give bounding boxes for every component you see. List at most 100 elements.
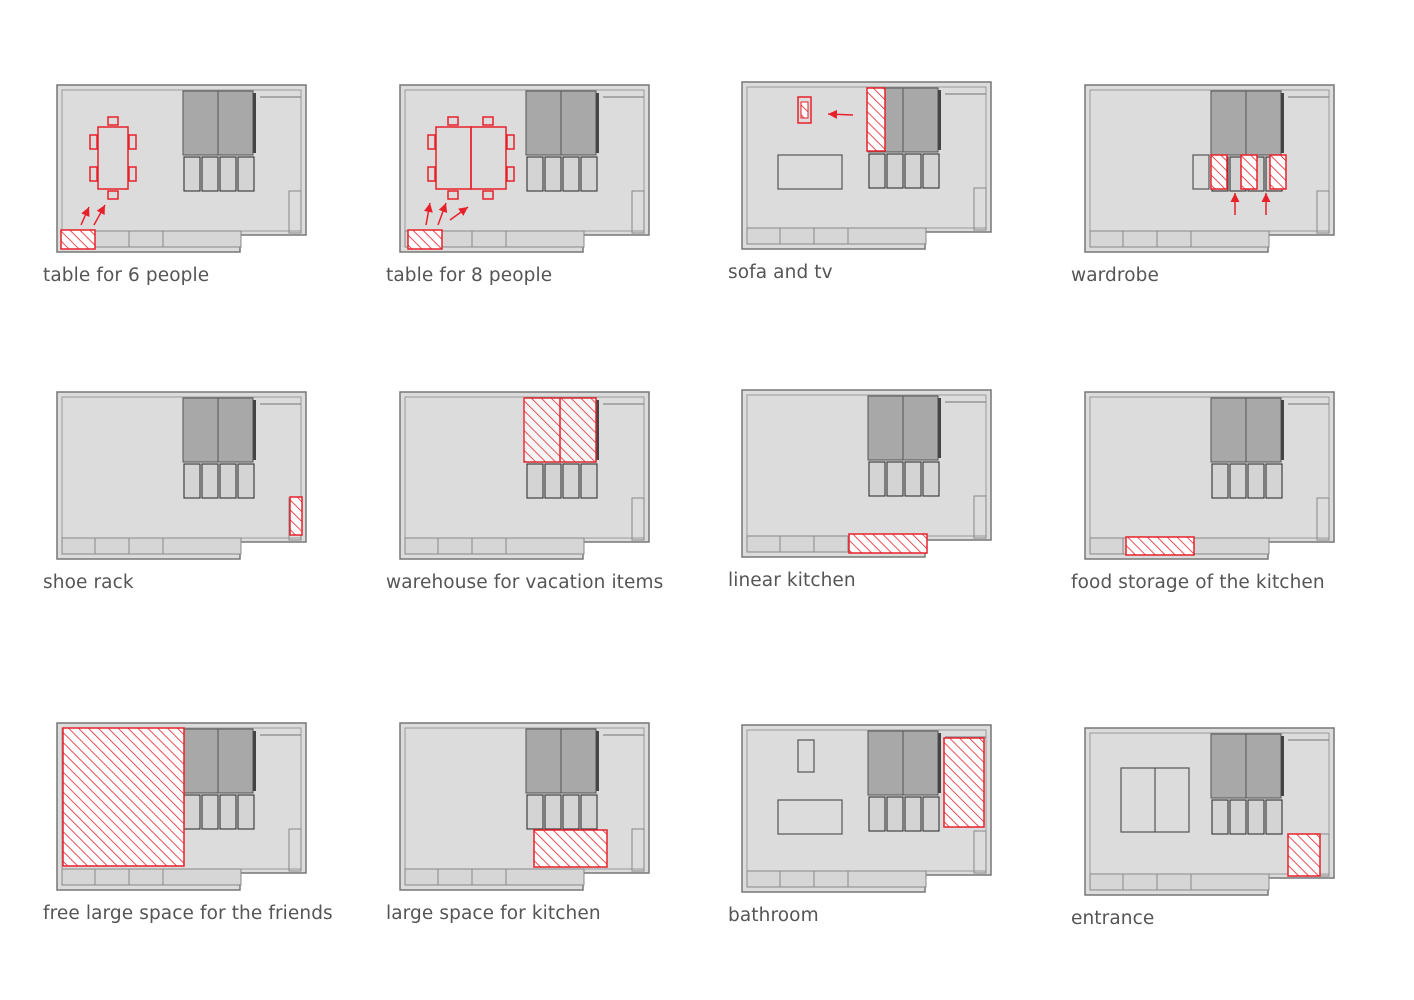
plan-base bbox=[741, 389, 992, 558]
panel-caption: food storage of the kitchen bbox=[1071, 572, 1325, 593]
side-column bbox=[1316, 190, 1330, 234]
cabinet-right bbox=[560, 90, 597, 156]
floor-plan bbox=[56, 84, 307, 253]
side-column bbox=[973, 830, 987, 874]
cabinet-right bbox=[217, 397, 254, 463]
drawer bbox=[237, 156, 255, 192]
panel-caption: table for 8 people bbox=[386, 265, 553, 286]
storage-highlight bbox=[60, 229, 96, 250]
drawer bbox=[886, 461, 904, 497]
drawer bbox=[904, 153, 922, 189]
floor-plan bbox=[399, 391, 650, 560]
table-8 bbox=[423, 116, 515, 226]
drawer bbox=[201, 794, 219, 830]
panel-caption: free large space for the friends bbox=[43, 903, 333, 924]
cabinet-left bbox=[182, 728, 219, 794]
panel-caption: linear kitchen bbox=[728, 570, 856, 591]
outer-wall bbox=[399, 722, 650, 891]
drawer bbox=[183, 463, 201, 499]
plan-panel-sofa-tv: sofa and tv bbox=[728, 81, 1058, 332]
cabinet-left bbox=[525, 728, 562, 794]
outer-wall bbox=[56, 391, 307, 560]
counter-strip bbox=[404, 868, 585, 886]
drawer bbox=[183, 156, 201, 192]
drawer bbox=[562, 156, 580, 192]
plan-base bbox=[56, 84, 307, 253]
tv-arrow bbox=[827, 109, 854, 119]
cabinet-edge bbox=[253, 400, 256, 460]
drawer bbox=[904, 796, 922, 832]
cabinet-edge bbox=[938, 90, 941, 150]
cabinet-edge bbox=[938, 398, 941, 458]
cabinet-edge bbox=[1281, 736, 1284, 796]
tv-wall-highlight bbox=[866, 87, 886, 152]
plan-panel-warehouse: warehouse for vacation items bbox=[386, 391, 716, 642]
counter-strip bbox=[61, 868, 242, 886]
panel-caption: entrance bbox=[1071, 908, 1155, 929]
side-column bbox=[631, 190, 645, 234]
panel-caption: large space for kitchen bbox=[386, 903, 601, 924]
cabinet-left bbox=[525, 90, 562, 156]
cabinet-left bbox=[867, 395, 904, 461]
floor-plan bbox=[741, 81, 992, 250]
panel-caption: sofa and tv bbox=[728, 262, 833, 283]
drawer bbox=[1265, 463, 1283, 499]
side-column bbox=[973, 495, 987, 539]
drawer bbox=[1211, 799, 1229, 835]
floor-plan bbox=[1084, 84, 1335, 253]
panel-caption: wardrobe bbox=[1071, 265, 1159, 286]
storage-highlight bbox=[407, 229, 443, 250]
plan-base bbox=[1084, 391, 1335, 560]
plan-panel-table-6: table for 6 people bbox=[43, 84, 373, 335]
counter-strip bbox=[746, 870, 927, 888]
drawer bbox=[580, 463, 598, 499]
wardrobe-highlights bbox=[1210, 154, 1287, 215]
cabinet-edge bbox=[253, 93, 256, 153]
cabinet-edge bbox=[596, 731, 599, 791]
cabinet-right bbox=[1245, 397, 1282, 463]
plan-panel-wardrobe: wardrobe bbox=[1071, 84, 1401, 335]
bathroom-highlight bbox=[943, 737, 985, 828]
drawer bbox=[544, 794, 562, 830]
drawer bbox=[868, 796, 886, 832]
plan-panel-entrance: entrance bbox=[1071, 727, 1401, 978]
cabinet-edge bbox=[596, 400, 599, 460]
shoe-rack-highlight bbox=[289, 496, 303, 536]
counter-strip bbox=[404, 230, 585, 248]
drawer bbox=[1211, 463, 1229, 499]
cabinet-left bbox=[867, 730, 904, 796]
plan-base bbox=[399, 84, 650, 253]
tv-stand bbox=[797, 96, 812, 124]
drawer bbox=[237, 794, 255, 830]
outer-wall bbox=[56, 84, 307, 253]
counter-strip bbox=[61, 537, 242, 555]
drawer bbox=[562, 463, 580, 499]
outer-wall bbox=[741, 389, 992, 558]
plan-base bbox=[399, 722, 650, 891]
entrance-highlight bbox=[1287, 833, 1321, 877]
tv-stand bbox=[797, 739, 815, 773]
cabinet-left bbox=[1210, 397, 1247, 463]
panel-caption: bathroom bbox=[728, 905, 819, 926]
floor-plan bbox=[741, 389, 992, 558]
side-column bbox=[631, 497, 645, 541]
side-column bbox=[631, 828, 645, 872]
drawer bbox=[868, 153, 886, 189]
side-column bbox=[1316, 497, 1330, 541]
counter-strip bbox=[404, 537, 585, 555]
wardrobe-unit bbox=[1192, 154, 1210, 190]
drawer bbox=[183, 794, 201, 830]
outer-wall bbox=[1084, 391, 1335, 560]
plan-base bbox=[741, 724, 992, 893]
drawer bbox=[922, 461, 940, 497]
drawer bbox=[544, 156, 562, 192]
drawer bbox=[886, 153, 904, 189]
floor-plan bbox=[741, 724, 992, 893]
sofa bbox=[777, 799, 843, 835]
cabinet-right bbox=[1245, 733, 1282, 799]
drawer bbox=[580, 156, 598, 192]
side-column bbox=[288, 828, 302, 872]
drawer bbox=[1247, 799, 1265, 835]
cabinet-edge bbox=[938, 733, 941, 793]
free-space-highlight bbox=[62, 727, 185, 867]
